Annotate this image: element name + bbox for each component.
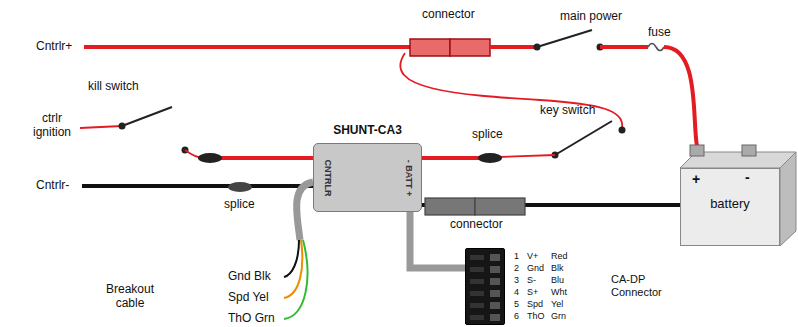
shunt-box: SHUNT-CA3CNTRLR- BATT + (313, 143, 422, 212)
switch-lever (537, 30, 592, 47)
splice (228, 182, 252, 192)
pin-rib (470, 291, 484, 296)
pin-number: 1 (514, 251, 519, 261)
breakout-wire (284, 240, 299, 277)
part-label: fuse (648, 26, 671, 40)
pin-name: Spd (527, 299, 543, 309)
wire-label: ctrlr ignition (28, 112, 76, 140)
pin-number: 4 (514, 287, 519, 297)
fuse-symbol (648, 44, 664, 51)
sense-wire (422, 156, 484, 160)
breakout-cable (297, 182, 313, 240)
wire-colour: Blk (551, 263, 564, 273)
connector-half (425, 198, 475, 215)
breakout-wire (284, 240, 307, 319)
breakout-wire (284, 240, 302, 298)
part-name: CA-DP Connector (611, 273, 683, 298)
pin-number: 5 (514, 299, 519, 309)
switch-lever (555, 121, 612, 155)
battery-terminal (690, 145, 704, 156)
battery-box: battery + - (680, 168, 780, 246)
switch-contact (619, 127, 626, 134)
signal-label: Spd Yel (228, 291, 269, 305)
pin-number: 6 (514, 311, 519, 321)
splice (198, 153, 222, 163)
wire-colour: Blu (551, 275, 564, 285)
ignition-wire (400, 53, 622, 128)
switch-lever (122, 107, 172, 126)
pin-slot (490, 302, 500, 309)
switch-contact (534, 44, 541, 51)
connector-half (410, 39, 450, 56)
part-label: key switch (540, 104, 595, 118)
ground-wire (82, 184, 313, 188)
plug-slots (466, 249, 504, 324)
pin-slot (490, 290, 500, 297)
part-label: main power (560, 10, 622, 24)
pin-number: 2 (514, 263, 519, 273)
part-label: splice (472, 128, 503, 142)
sense-wire (214, 156, 313, 160)
part-name: battery (710, 197, 750, 212)
signal-label: ThO Grn (228, 312, 275, 326)
terminal-sign: + (692, 171, 700, 187)
pin-name: ThO (527, 311, 545, 321)
pin-slot (490, 254, 500, 261)
part-label: Breakout cable (100, 283, 160, 311)
pin-rib (470, 279, 484, 284)
wire-colour: Yel (551, 299, 563, 309)
splice (478, 153, 502, 163)
pin-slot (490, 266, 500, 273)
pin-name: S+ (527, 287, 538, 297)
pin-rib (470, 315, 484, 320)
pin-number: 3 (514, 275, 519, 285)
wire-colour: Grn (551, 311, 566, 321)
wire-label: Cntrlr- (36, 179, 69, 193)
wire-label: Cntrlr+ (36, 40, 72, 54)
connector-half (450, 39, 490, 56)
power-wire (664, 47, 697, 146)
pin-rib (470, 255, 484, 260)
power-wire (490, 45, 537, 49)
terminal-sign: - (745, 169, 750, 185)
connector-plug: CA-DP Connector (465, 248, 505, 325)
port-label: - BATT + (404, 159, 414, 196)
wire-colour: Wht (551, 287, 567, 297)
power-wire (84, 45, 410, 49)
part-name: SHUNT-CA3 (333, 124, 402, 138)
pin-name: V+ (527, 251, 538, 261)
part-label: splice (224, 198, 255, 212)
part-label: kill switch (88, 80, 139, 94)
pin-name: S- (527, 275, 536, 285)
port-label: CNTRLR (323, 159, 333, 196)
pin-slot (490, 314, 500, 321)
pin-name: Gnd (527, 263, 544, 273)
part-label: connector (450, 218, 503, 232)
connector-half (475, 198, 525, 215)
power-wire (600, 45, 648, 49)
ignition-wire (80, 126, 122, 128)
part-label: connector (422, 8, 475, 22)
battery-terminal (742, 145, 756, 156)
ignition-wire (498, 155, 555, 157)
signal-label: Gnd Blk (228, 270, 271, 284)
pin-slot (490, 278, 500, 285)
pin-rib (470, 303, 484, 308)
wire-colour: Red (551, 251, 568, 261)
pin-rib (470, 267, 484, 272)
battery-side (780, 152, 796, 246)
